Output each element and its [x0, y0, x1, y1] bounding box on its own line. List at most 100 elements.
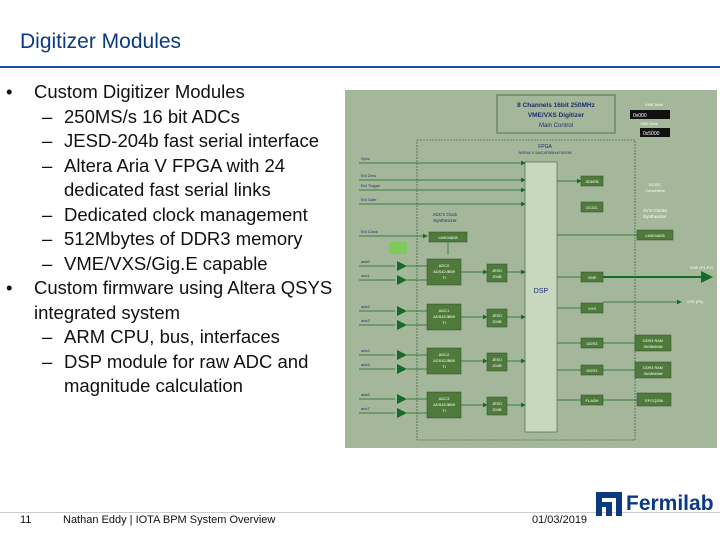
adc-channel-label: adc0: [361, 259, 370, 264]
epcq-block: [636, 392, 672, 407]
bullet-level2: –Altera Aria V FPGA with 24 dedicated fa…: [0, 154, 350, 203]
clock-synth-line2: Synthesizer: [433, 218, 457, 223]
bullet-level1: •Custom firmware using Altera QSYS integ…: [0, 276, 350, 325]
oscillator: [389, 242, 407, 254]
adc-block-line1: ADC1: [439, 308, 450, 313]
ddr-ram-line2: Gb/Mbit/4bit: [644, 345, 663, 349]
left-inputs: Sync Ext Zero Ext Trigger Ext Gate Ext C…: [359, 156, 526, 239]
bullet-text: VME/VXS/Gig.E capable: [64, 252, 268, 274]
vme-addr-value: 0x000: [633, 113, 647, 119]
fermilab-mark-icon: [596, 492, 622, 516]
footer-divider: [0, 512, 720, 513]
jesd-line2: 204B: [492, 407, 502, 412]
bullet-list: •Custom Digitizer Modules –250MS/s 16 bi…: [0, 80, 350, 399]
adc-block: [426, 347, 462, 375]
bullet-dot: •: [6, 81, 13, 102]
vxs-block-label: VXS: [588, 306, 596, 311]
bullet-text: Altera Aria V FPGA with 24 dedicated fas…: [64, 154, 286, 201]
adc-channel-label: adc1: [361, 273, 370, 278]
sys-clock-chip-label: LMK04828: [645, 233, 665, 238]
bullet-level2: –512Mbytes of DDR3 memory: [0, 227, 350, 252]
adc-channel-label: adc3: [361, 318, 370, 323]
adc-channel-label: adc5: [361, 362, 370, 367]
title-divider: [0, 66, 720, 68]
slide-title: Digitizer Modules: [20, 30, 182, 53]
bullet-dash: –: [42, 154, 53, 176]
jesd-line1: JESD: [492, 313, 502, 318]
jesd-line2: 204B: [492, 363, 502, 368]
fermilab-logo: Fermilab: [596, 490, 714, 518]
bullet-dash: –: [42, 326, 53, 347]
dcdc-title-line1: DC/DC: [649, 182, 662, 187]
clock-synth-line1: ADC's Clock: [432, 212, 458, 217]
adc-channel-label: adc2: [361, 304, 370, 309]
dsp-label: DSP: [534, 288, 549, 295]
header-line3: Main Control: [539, 123, 573, 129]
ddr-ram-block: [634, 334, 672, 352]
bullet-dot: •: [6, 277, 13, 298]
amp-triangle: [397, 350, 407, 360]
amp-triangle: [397, 408, 407, 418]
jesd-block: [486, 308, 508, 328]
block-diagram-svg: 8 Channels 16bit 250MHz VME/VXS Digitize…: [359, 94, 714, 441]
jesd-block: [486, 263, 508, 283]
adc-block-line2: ADS42JB69: [433, 402, 456, 407]
bullet-level1: • Custom Digitizer Modules: [0, 80, 350, 105]
dsp-block: [524, 161, 558, 433]
jesd-line2: 204B: [492, 319, 502, 324]
vme-label: VME: [588, 275, 597, 280]
jesd-block: [486, 396, 508, 416]
input-label: Ext Gate: [361, 197, 377, 202]
input-label: Ext Zero: [361, 173, 377, 178]
jesd-line1: JESD: [492, 401, 502, 406]
amp-triangle: [397, 320, 407, 330]
vxs-label: VXS (P0): [687, 299, 704, 304]
fpga-region: [416, 139, 636, 441]
ddr-ram-line2: Gb/Mbit/4bit: [644, 372, 663, 376]
adc-row-2: ADC2 ADS42JB69 TI JESD 204B: [359, 347, 526, 375]
ddr-ram-line1: DDR3 RAM: [643, 339, 663, 343]
fpga-part: ARRIA V 5AGXFB5H4F40I3N: [518, 150, 571, 155]
amp-triangle: [397, 261, 407, 271]
bullet-dash: –: [42, 105, 53, 127]
ddr3-label: DDR3: [587, 368, 599, 373]
bullet-level2: –DSP module for raw ADC and magnitude ca…: [0, 350, 350, 399]
bullet-level2: –Dedicated clock management: [0, 203, 350, 228]
bullet-text: JESD-204b fast serial interface: [64, 130, 320, 151]
adc-block: [426, 258, 462, 286]
top-right-box: [640, 128, 670, 137]
top-right-label: VME Addr: [640, 121, 659, 126]
amp-triangle: [397, 394, 407, 404]
sys-clock-line2: Synthesizer: [643, 214, 667, 219]
bullet-level2: –VME/VXS/Gig.E capable: [0, 252, 350, 277]
dcdc-label: DCDC: [586, 205, 598, 210]
adc-block-line2: ADS42JB69: [433, 314, 456, 319]
bullet-dash: –: [42, 203, 53, 225]
bullet-dash: –: [42, 252, 53, 274]
vxs-block: [580, 302, 604, 314]
footer-date: 01/03/2019: [532, 514, 588, 526]
adc-block-line1: ADC3: [439, 396, 450, 401]
bullet-dash: –: [42, 130, 53, 151]
adc-row-1: ADC1 ADS42JB69 TI JESD 204B: [359, 303, 526, 331]
amp-triangle: [397, 364, 407, 374]
adc-block-line3: TI: [442, 320, 446, 325]
adc-block-line1: ADC2: [439, 352, 450, 357]
adc-block-line2: ADS42JB69: [433, 269, 456, 274]
header-line1: 8 Channels 16bit 250MHz: [517, 102, 595, 109]
jesd-line1: JESD: [492, 357, 502, 362]
sdieb-block: [580, 175, 604, 187]
page-number: 11: [20, 514, 32, 526]
adc-channel-label: adc7: [361, 406, 370, 411]
amp-triangle: [397, 306, 407, 316]
input-label: Ext Clock: [361, 229, 378, 234]
flash-label: FLASH: [586, 398, 599, 403]
footer-text: Nathan Eddy | IOTA BPM System Overview: [63, 514, 276, 526]
bullet-text: 250MS/s 16 bit ADCs: [64, 105, 240, 127]
bullet-text: Custom Digitizer Modules: [34, 81, 245, 102]
clock-synth-chip-label: LMK04828: [438, 235, 458, 240]
header-line2: VME/VXS Digitizer: [528, 112, 585, 119]
dcdc-block: [580, 201, 604, 213]
bullet-dash: –: [42, 228, 53, 249]
vme-addr-label: VME Addr: [645, 102, 664, 107]
